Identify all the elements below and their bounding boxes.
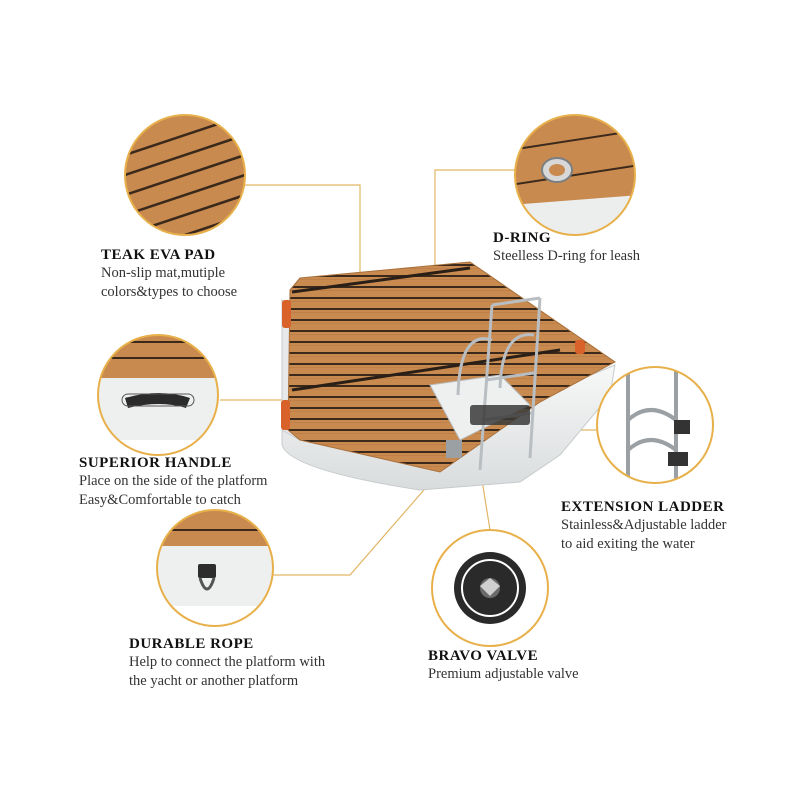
feature-title: EXTENSION LADDER xyxy=(561,499,725,515)
leader-lines xyxy=(220,169,598,576)
feature-desc-line: Easy&Comfortable to catch xyxy=(79,492,241,508)
feature-durable-rope: DURABLE ROPE Help to connect the platfor… xyxy=(129,636,325,691)
feature-desc-line: Non-slip mat,mutiple xyxy=(101,265,226,281)
feature-title: TEAK EVA PAD xyxy=(101,247,216,263)
feature-desc-line: Stainless&Adjustable ladder xyxy=(561,517,727,533)
feature-desc-line: Steelless D-ring for leash xyxy=(493,248,640,264)
feature-teak-eva-pad: TEAK EVA PAD Non-slip mat,mutiple colors… xyxy=(101,247,237,302)
feature-d-ring: D-RING Steelless D-ring for leash xyxy=(493,230,640,266)
feature-desc-line: Place on the side of the platform xyxy=(79,473,268,489)
valve-closeup xyxy=(431,529,549,647)
main-platform-image xyxy=(281,261,616,491)
feature-title: BRAVO VALVE xyxy=(428,648,539,664)
feature-superior-handle: SUPERIOR HANDLE Place on the side of the… xyxy=(79,455,267,510)
handle-closeup xyxy=(97,334,219,456)
feature-desc-line: colors&types to choose xyxy=(101,284,238,300)
feature-bravo-valve: BRAVO VALVE Premium adjustable valve xyxy=(428,648,579,684)
feature-desc-line: the yacht or another platform xyxy=(129,673,299,689)
feature-desc-line: Help to connect the platform with xyxy=(129,654,326,670)
d-ring-closeup xyxy=(514,114,636,236)
feature-title: DURABLE ROPE xyxy=(129,636,254,652)
rope-closeup xyxy=(156,509,274,627)
ladder-closeup xyxy=(596,366,714,484)
feature-title: D-RING xyxy=(493,230,551,246)
teak-pad-closeup xyxy=(124,114,246,236)
feature-title: SUPERIOR HANDLE xyxy=(79,455,232,471)
feature-extension-ladder: EXTENSION LADDER Stainless&Adjustable la… xyxy=(561,499,727,554)
feature-desc-line: Premium adjustable valve xyxy=(428,666,579,682)
feature-desc-line: to aid exiting the water xyxy=(561,536,695,552)
